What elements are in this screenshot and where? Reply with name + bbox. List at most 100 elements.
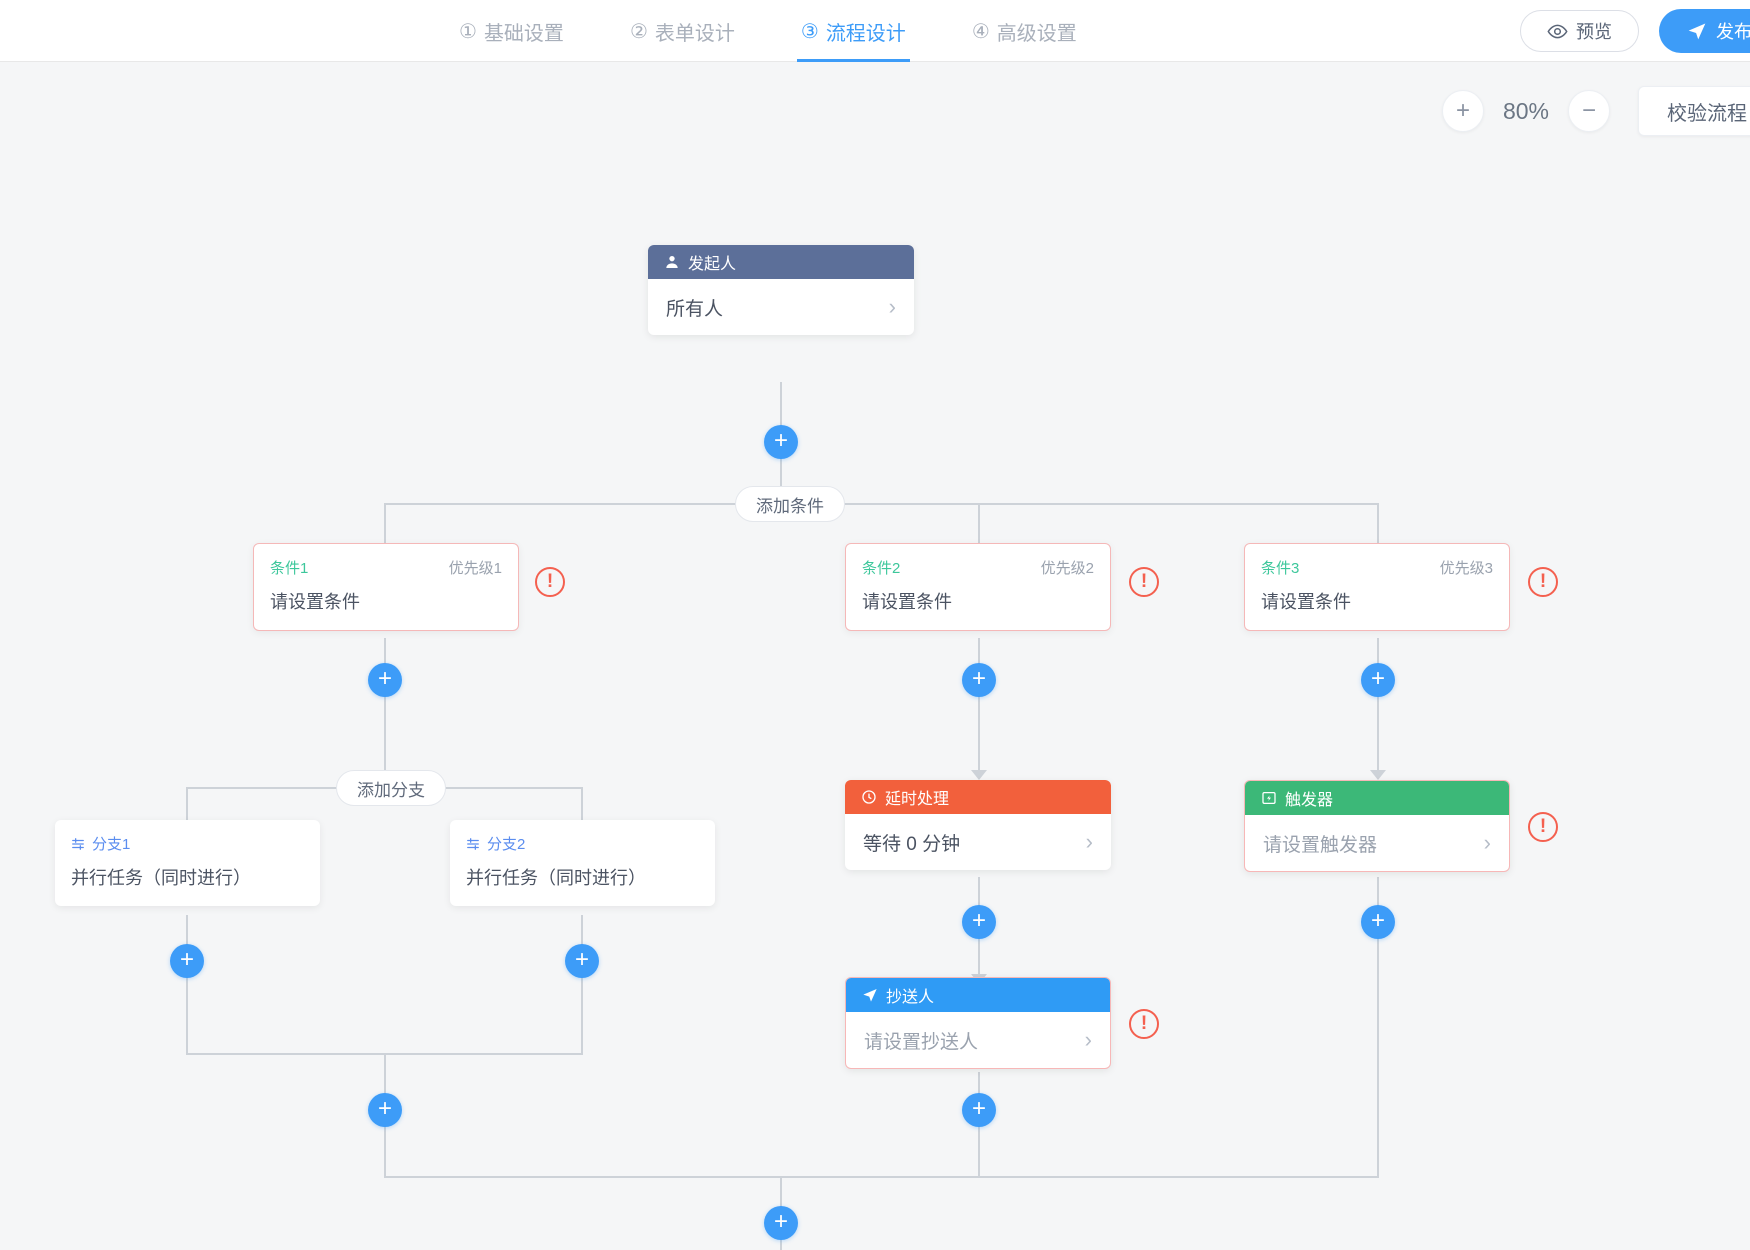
tab-label: 流程设计 xyxy=(825,22,906,45)
connector-line xyxy=(1377,503,1379,543)
node-trigger-value: 请设置触发器 xyxy=(1263,834,1378,856)
node-branch-2[interactable]: 分支2 并行任务（同时进行） xyxy=(450,820,715,906)
condition-name: 条件1 xyxy=(270,560,309,577)
add-node-button-end[interactable]: + xyxy=(764,1206,798,1240)
chevron-right-icon: › xyxy=(1085,829,1093,854)
condition-header: 条件1 优先级1 xyxy=(254,544,518,582)
flow-canvas[interactable]: 发起人 所有人 › + 添加条件 条件1 优先级1 请设置条件 ! 条件 xyxy=(0,62,1750,1250)
branch-name: 分支1 xyxy=(92,836,131,853)
add-node-button-condition-1[interactable]: + xyxy=(368,663,402,697)
connector-line xyxy=(1377,877,1379,1178)
publish-button-label: 发布 xyxy=(1716,22,1750,42)
arrow-head xyxy=(1370,770,1386,780)
add-node-button-branch-2[interactable]: + xyxy=(565,944,599,978)
status-badge-error-condition-2[interactable]: ! xyxy=(1129,567,1159,597)
condition-name: 条件3 xyxy=(1261,560,1300,577)
add-node-button-trigger[interactable]: + xyxy=(1361,905,1395,939)
add-node-button-initiator[interactable]: + xyxy=(764,425,798,459)
tab-basic-settings[interactable]: ① 基础设置 xyxy=(455,0,568,62)
condition-value[interactable]: 请设置条件 xyxy=(862,592,952,612)
tab-number: ① xyxy=(459,20,477,43)
add-node-button-column-1[interactable]: + xyxy=(368,1093,402,1127)
add-node-button-delay[interactable]: + xyxy=(962,905,996,939)
app-header: ① 基础设置 ② 表单设计 ③ 流程设计 ④ 高级设置 预览 xyxy=(0,0,1750,62)
chevron-right-icon: › xyxy=(888,294,896,319)
tab-label: 表单设计 xyxy=(654,22,735,45)
wizard-tabs: ① 基础设置 ② 表单设计 ③ 流程设计 ④ 高级设置 xyxy=(455,0,1081,62)
zoom-out-button[interactable]: − xyxy=(1568,90,1610,132)
tab-number: ③ xyxy=(800,20,819,43)
node-delay-title: 延时处理 xyxy=(885,791,950,808)
preview-button[interactable]: 预览 xyxy=(1520,10,1639,52)
connector-line xyxy=(978,638,980,778)
node-delay-body[interactable]: 等待 0 分钟 › xyxy=(845,814,1111,870)
publish-button[interactable]: 发布 xyxy=(1659,9,1750,53)
status-badge-error-condition-3[interactable]: ! xyxy=(1528,567,1558,597)
tab-number: ④ xyxy=(971,20,990,43)
connector-line xyxy=(581,787,583,820)
eye-icon xyxy=(1547,21,1568,42)
branch-name: 分支2 xyxy=(487,836,526,853)
status-badge-error-trigger[interactable]: ! xyxy=(1528,812,1558,842)
branch-header: 分支1 xyxy=(55,820,320,858)
arrow-head xyxy=(971,770,987,780)
add-node-button-condition-3[interactable]: + xyxy=(1361,663,1395,697)
branch-merge-rail-bottom xyxy=(384,1176,1379,1178)
chevron-right-icon: › xyxy=(1084,1027,1092,1052)
tab-form-design[interactable]: ② 表单设计 xyxy=(626,0,739,62)
preview-button-label: 预览 xyxy=(1576,22,1612,42)
zoom-in-button[interactable]: + xyxy=(1442,90,1484,132)
zoom-level: 80% xyxy=(1502,97,1550,124)
node-delay-value: 等待 0 分钟 xyxy=(863,833,961,855)
node-initiator-body[interactable]: 所有人 › xyxy=(648,279,914,335)
branch-value[interactable]: 并行任务（同时进行） xyxy=(466,868,646,888)
branch-value[interactable]: 并行任务（同时进行） xyxy=(71,868,251,888)
user-icon xyxy=(664,254,680,270)
tab-label: 高级设置 xyxy=(996,22,1077,45)
zoom-toolbar: + 80% − 校验流程 xyxy=(1442,86,1750,136)
tab-process-design[interactable]: ③ 流程设计 xyxy=(796,0,910,62)
parallel-icon xyxy=(71,837,85,851)
node-trigger-body[interactable]: 请设置触发器 › xyxy=(1245,815,1509,871)
node-cc-value: 请设置抄送人 xyxy=(864,1031,979,1053)
header-actions: 预览 发布 xyxy=(1520,0,1750,62)
node-condition-2[interactable]: 条件2 优先级2 请设置条件 xyxy=(845,543,1111,631)
condition-value[interactable]: 请设置条件 xyxy=(270,592,360,612)
node-delay[interactable]: 延时处理 等待 0 分钟 › xyxy=(845,780,1111,870)
trigger-icon xyxy=(1261,790,1277,806)
node-initiator-value: 所有人 xyxy=(666,298,724,320)
add-node-button-condition-2[interactable]: + xyxy=(962,663,996,697)
add-branch-button[interactable]: 添加分支 xyxy=(336,770,446,806)
node-cc[interactable]: 抄送人 请设置抄送人 › xyxy=(845,977,1111,1069)
validate-process-button[interactable]: 校验流程 xyxy=(1638,86,1750,136)
connector-line xyxy=(186,915,188,1055)
connector-line xyxy=(384,503,386,543)
clock-icon xyxy=(861,789,877,805)
status-badge-error-condition-1[interactable]: ! xyxy=(535,567,565,597)
node-branch-1[interactable]: 分支1 并行任务（同时进行） xyxy=(55,820,320,906)
status-badge-error-cc[interactable]: ! xyxy=(1129,1009,1159,1039)
node-initiator[interactable]: 发起人 所有人 › xyxy=(648,245,914,335)
node-trigger-header: 触发器 xyxy=(1245,781,1509,815)
send-icon xyxy=(862,987,878,1003)
node-trigger[interactable]: 触发器 请设置触发器 › xyxy=(1244,780,1510,872)
condition-priority: 优先级3 xyxy=(1439,560,1493,577)
tab-label: 基础设置 xyxy=(483,22,564,45)
connector-line xyxy=(384,638,386,788)
add-node-button-cc[interactable]: + xyxy=(962,1093,996,1127)
connector-line xyxy=(1377,638,1379,778)
chevron-right-icon: › xyxy=(1483,830,1491,855)
condition-name: 条件2 xyxy=(862,560,901,577)
node-initiator-title: 发起人 xyxy=(688,256,737,273)
send-icon xyxy=(1687,21,1707,41)
node-condition-3[interactable]: 条件3 优先级3 请设置条件 xyxy=(1244,543,1510,631)
add-condition-button[interactable]: 添加条件 xyxy=(735,486,845,522)
condition-priority: 优先级1 xyxy=(448,560,502,577)
add-node-button-branch-1[interactable]: + xyxy=(170,944,204,978)
condition-priority: 优先级2 xyxy=(1040,560,1094,577)
node-cc-header: 抄送人 xyxy=(846,978,1110,1012)
condition-value[interactable]: 请设置条件 xyxy=(1261,592,1351,612)
tab-advanced-settings[interactable]: ④ 高级设置 xyxy=(968,0,1081,62)
node-cc-body[interactable]: 请设置抄送人 › xyxy=(846,1012,1110,1068)
node-condition-1[interactable]: 条件1 优先级1 请设置条件 xyxy=(253,543,519,631)
